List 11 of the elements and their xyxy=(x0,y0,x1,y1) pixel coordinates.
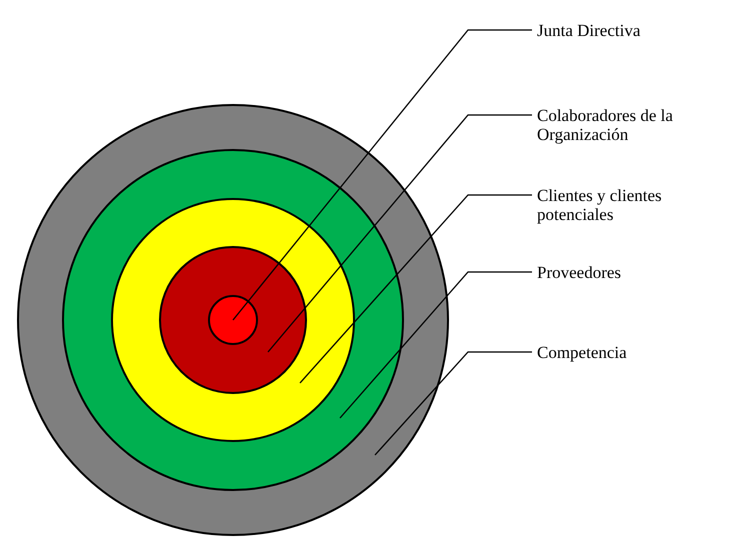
leader-line xyxy=(374,351,532,456)
leader-line xyxy=(268,114,532,352)
callout-label: Proveedores xyxy=(537,263,727,282)
leader-line xyxy=(300,194,532,384)
callout-label: Clientes y clientes potenciales xyxy=(537,186,727,224)
center-circle xyxy=(208,295,258,345)
leader-line xyxy=(232,29,532,320)
leader-line xyxy=(340,271,532,418)
callout-label: Competencia xyxy=(537,343,727,362)
callout-label: Junta Directiva xyxy=(537,21,727,40)
callout-label: Colaboradores de la Organización xyxy=(537,106,727,144)
